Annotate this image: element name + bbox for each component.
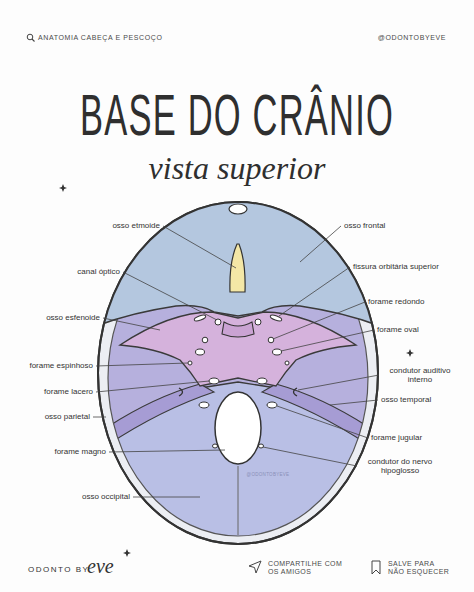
part-label: osso esfenoide: [46, 313, 100, 322]
leader-line: [281, 330, 374, 351]
page-title: BASE DO CRÂNIO: [80, 86, 394, 144]
part-label: forame oval: [377, 325, 419, 334]
leader-line: [123, 272, 217, 320]
leader-line: [263, 447, 357, 466]
part-label: osso etmoide: [112, 221, 160, 230]
part-label: forame lacero: [44, 387, 93, 396]
leader-line: [279, 267, 350, 316]
part-label: osso parietal: [45, 412, 90, 421]
leader-line: [273, 302, 365, 339]
part-label: osso occipital: [82, 492, 130, 501]
save-text: SALVE PARA NÃO ESQUECER: [388, 560, 450, 576]
leader-line: [96, 381, 209, 392]
watermark: @ODONTOBYEVE: [247, 472, 290, 477]
leader-line: [277, 406, 368, 438]
part-label: fissura orbitária superior: [353, 262, 439, 271]
part-label: osso frontal: [344, 221, 385, 230]
leader-line: [298, 375, 379, 390]
brand-script: eve: [87, 555, 114, 578]
share-text: COMPARTILHE COM OS AMIGOS: [268, 560, 344, 576]
subtitle: vista superior: [149, 150, 326, 187]
part-label: canal óptico: [77, 267, 120, 276]
leader-line: [96, 363, 188, 366]
part-label: forame espinhoso: [29, 361, 93, 370]
leader-line: [163, 226, 236, 268]
leader-line: [330, 400, 378, 405]
part-label: forame redondo: [368, 297, 424, 306]
header-text: ANATOMIA CABEÇA E PESCOÇO: [38, 34, 162, 42]
part-label: condutor do nervo hipoglosso: [360, 457, 440, 475]
leader-line: [109, 450, 225, 452]
leader-line: [300, 226, 341, 262]
leader-line: [93, 417, 106, 418]
leader-line: [103, 318, 160, 330]
part-label: condutor auditivo interno: [382, 366, 458, 384]
part-label: osso temporal: [381, 395, 431, 404]
handle-text: @ODONTOBYEVE: [378, 34, 446, 42]
brand-text: ODONTO BY: [28, 565, 89, 574]
leader-line: [133, 497, 200, 498]
part-label: forame magno: [54, 447, 106, 456]
part-label: forame jugular: [371, 433, 422, 442]
